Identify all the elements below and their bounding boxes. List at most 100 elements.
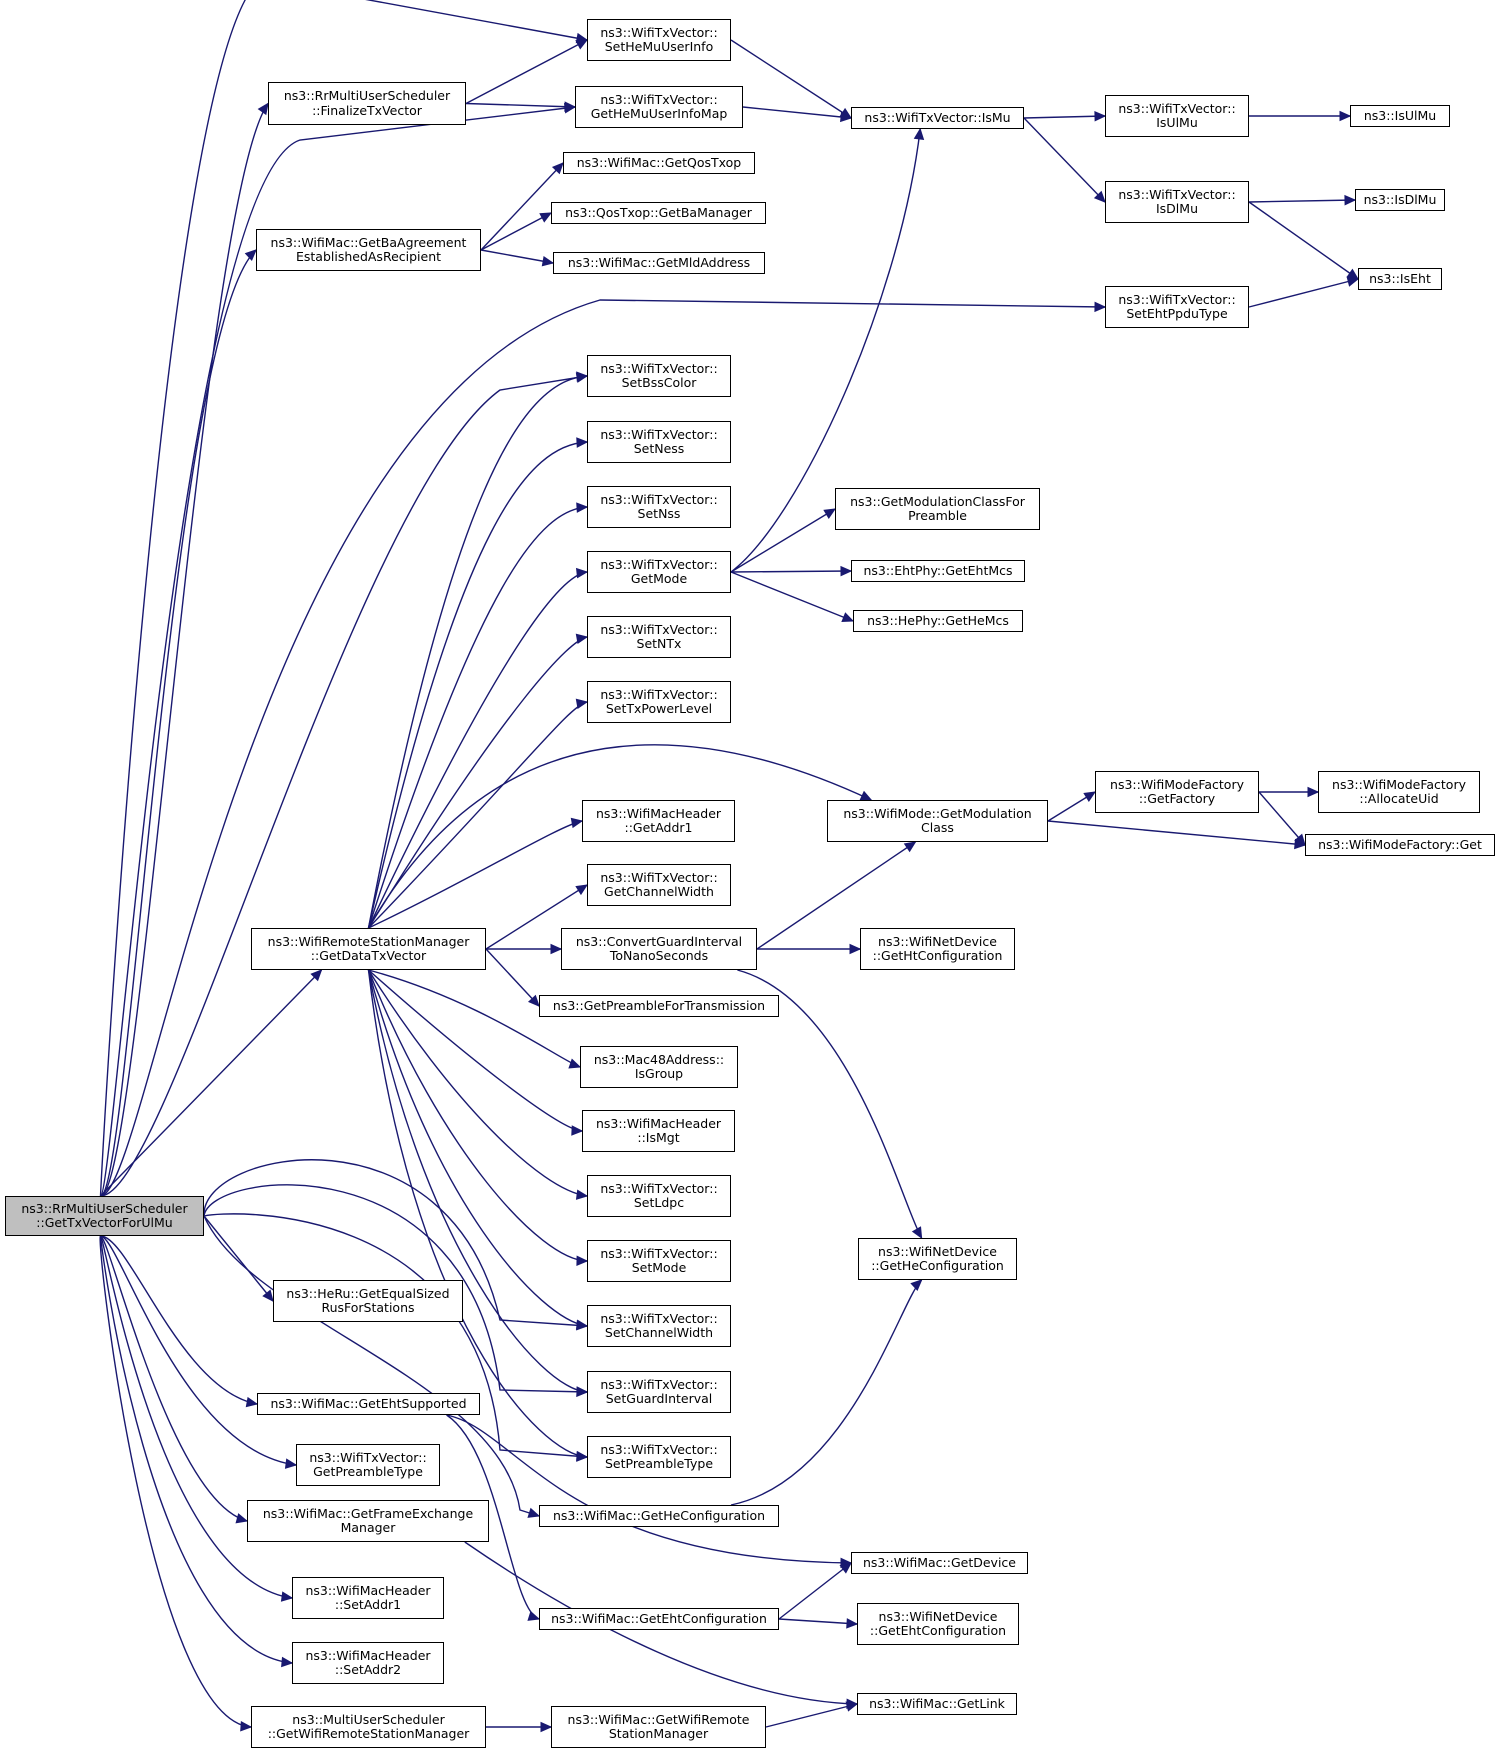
node-label-line: ns3::WifiModeFactory bbox=[1332, 776, 1466, 792]
edge-root-to-setgi bbox=[203, 1184, 588, 1393]
node-label-line: ns3::WifiTxVector:: bbox=[600, 1310, 718, 1326]
node-getwrsm[interactable]: ns3::MultiUserScheduler::GetWifiRemoteSt… bbox=[251, 1706, 486, 1748]
node-getehtconfdev[interactable]: ns3::WifiNetDevice::GetEhtConfiguration bbox=[857, 1603, 1019, 1645]
edge-root-to-getdatatx bbox=[100, 969, 323, 1197]
node-label-line: ns3::WifiTxVector:: bbox=[600, 556, 718, 572]
node-getlink[interactable]: ns3::WifiMac::GetLink bbox=[857, 1693, 1017, 1715]
edge-root-to-getpreamtype bbox=[100, 1235, 297, 1466]
edge-getdatatx-to-setchw bbox=[367, 969, 588, 1327]
node-getmode[interactable]: ns3::WifiTxVector::GetMode bbox=[587, 551, 731, 593]
node-getheconfdev[interactable]: ns3::WifiNetDevice::GetHeConfiguration bbox=[858, 1238, 1017, 1280]
node-root[interactable]: ns3::RrMultiUserScheduler::GetTxVectorFo… bbox=[5, 1196, 204, 1236]
node-isulmu_v[interactable]: ns3::WifiTxVector::IsUlMu bbox=[1105, 95, 1249, 137]
node-gethemcs[interactable]: ns3::HePhy::GetHeMcs bbox=[853, 610, 1023, 632]
node-allocuid[interactable]: ns3::WifiModeFactory::AllocateUid bbox=[1318, 771, 1480, 813]
node-setldpc[interactable]: ns3::WifiTxVector::SetLdpc bbox=[587, 1175, 731, 1217]
node-getpreamtx[interactable]: ns3::GetPreambleForTransmission bbox=[539, 995, 779, 1017]
arrowhead bbox=[840, 111, 853, 123]
node-label-line: ns3::WifiMac::GetDevice bbox=[862, 1554, 1016, 1570]
node-getdatatx[interactable]: ns3::WifiRemoteStationManager::GetDataTx… bbox=[251, 928, 486, 970]
node-getehtsup[interactable]: ns3::WifiMac::GetEhtSupported bbox=[257, 1393, 480, 1415]
node-getpreamtype[interactable]: ns3::WifiTxVector::GetPreambleType bbox=[296, 1444, 440, 1486]
node-label-line: IsDlMu bbox=[1155, 201, 1198, 216]
node-getdevice[interactable]: ns3::WifiMac::GetDevice bbox=[851, 1552, 1028, 1574]
node-label-line: ::GetAddr1 bbox=[624, 820, 693, 835]
node-isdlmu[interactable]: ns3::IsDlMu bbox=[1355, 189, 1445, 211]
node-ismgt[interactable]: ns3::WifiMacHeader::IsMgt bbox=[582, 1110, 735, 1152]
node-label-line: ns3::WifiTxVector:: bbox=[600, 1376, 718, 1392]
node-label-line: ns3::WifiMacHeader bbox=[595, 805, 722, 821]
node-label-line: ToNanoSeconds bbox=[609, 948, 709, 963]
edge-getfem-to-getlink bbox=[464, 1541, 858, 1705]
edge-getmode-to-getehtmcs bbox=[730, 570, 852, 573]
node-setchw[interactable]: ns3::WifiTxVector::SetChannelWidth bbox=[587, 1305, 731, 1347]
node-gethtconf[interactable]: ns3::WifiNetDevice::GetHtConfiguration bbox=[860, 928, 1015, 970]
arrowhead bbox=[281, 1656, 294, 1668]
edge-getdatatx-to-setnss bbox=[367, 506, 588, 929]
node-settxpower[interactable]: ns3::WifiTxVector::SetTxPowerLevel bbox=[587, 681, 731, 723]
node-getaddr1[interactable]: ns3::WifiMacHeader::GetAddr1 bbox=[582, 800, 735, 842]
node-setehtppdu[interactable]: ns3::WifiTxVector::SetEhtPpduType bbox=[1105, 286, 1249, 328]
node-label-line: ns3::GetPreambleForTransmission bbox=[552, 997, 766, 1013]
node-sethemu[interactable]: ns3::WifiTxVector::SetHeMuUserInfo bbox=[587, 19, 731, 61]
arrowhead bbox=[576, 1386, 589, 1397]
node-isgroup[interactable]: ns3::Mac48Address::IsGroup bbox=[580, 1046, 738, 1088]
node-setaddr1[interactable]: ns3::WifiMacHeader::SetAddr1 bbox=[292, 1577, 444, 1619]
node-setnss[interactable]: ns3::WifiTxVector::SetNss bbox=[587, 486, 731, 528]
edge-getehtconfmac-to-getdevice bbox=[778, 1562, 852, 1620]
arrowhead bbox=[575, 1319, 589, 1330]
arrowhead bbox=[849, 943, 862, 955]
edge-root-to-gethemumap bbox=[99, 106, 576, 1197]
edge-root-to-getfem bbox=[99, 1235, 248, 1522]
node-mfget[interactable]: ns3::WifiModeFactory::Get bbox=[1305, 834, 1495, 856]
node-getehtmcs[interactable]: ns3::EhtPhy::GetEhtMcs bbox=[851, 560, 1025, 582]
node-isdlmu_v[interactable]: ns3::WifiTxVector::IsDlMu bbox=[1105, 181, 1249, 223]
node-label-line: ns3::WifiTxVector:: bbox=[600, 91, 718, 107]
node-getmld[interactable]: ns3::WifiMac::GetMldAddress bbox=[553, 252, 765, 274]
edge-convgi-to-modegetmodclass bbox=[756, 841, 916, 950]
node-label-line: ::GetEhtConfiguration bbox=[869, 1623, 1007, 1638]
edge-getba-to-getbamgr bbox=[480, 212, 552, 251]
node-iseht[interactable]: ns3::IsEht bbox=[1358, 268, 1442, 290]
node-ismu[interactable]: ns3::WifiTxVector::IsMu bbox=[851, 107, 1024, 129]
node-getchw[interactable]: ns3::WifiTxVector::GetChannelWidth bbox=[587, 864, 731, 906]
node-setgi[interactable]: ns3::WifiTxVector::SetGuardInterval bbox=[587, 1371, 731, 1413]
edge-getmode-to-gethemcs bbox=[730, 571, 854, 622]
arrowhead bbox=[540, 1721, 553, 1733]
node-label-line: ns3::WifiRemoteStationManager bbox=[267, 933, 470, 949]
node-getqostxop[interactable]: ns3::WifiMac::GetQosTxop bbox=[563, 152, 755, 174]
arrowhead bbox=[568, 1058, 582, 1069]
node-setntx[interactable]: ns3::WifiTxVector::SetNTx bbox=[587, 616, 731, 658]
edge-convgi-to-getheconfdev bbox=[737, 969, 923, 1239]
node-getehtconfmac[interactable]: ns3::WifiMac::GetEhtConfiguration bbox=[539, 1608, 779, 1630]
node-setbss[interactable]: ns3::WifiTxVector::SetBssColor bbox=[587, 355, 731, 397]
node-gethemumap[interactable]: ns3::WifiTxVector::GetHeMuUserInfoMap bbox=[575, 86, 743, 128]
node-setness[interactable]: ns3::WifiTxVector::SetNess bbox=[587, 421, 731, 463]
arrowhead bbox=[571, 1125, 584, 1136]
edge-sethemu-to-ismu bbox=[730, 39, 852, 119]
node-label-line: SetNss bbox=[637, 506, 681, 521]
node-getheconfmac[interactable]: ns3::WifiMac::GetHeConfiguration bbox=[539, 1505, 779, 1527]
node-finalize[interactable]: ns3::RrMultiUserScheduler::FinalizeTxVec… bbox=[268, 82, 466, 125]
node-label-line: ::FinalizeTxVector bbox=[312, 102, 422, 118]
node-setaddr2[interactable]: ns3::WifiMacHeader::SetAddr2 bbox=[292, 1642, 444, 1684]
node-label-line: ns3::WifiTxVector:: bbox=[309, 1449, 427, 1465]
node-isulmu[interactable]: ns3::IsUlMu bbox=[1350, 105, 1450, 127]
node-setpreamtype[interactable]: ns3::WifiTxVector::SetPreambleType bbox=[587, 1436, 731, 1478]
node-setmode[interactable]: ns3::WifiTxVector::SetMode bbox=[587, 1240, 731, 1282]
edge-root-to-setbss bbox=[100, 375, 588, 1197]
edge-getdatatx-to-setldpc bbox=[367, 969, 588, 1197]
node-getfactory[interactable]: ns3::WifiModeFactory::GetFactory bbox=[1095, 771, 1259, 813]
edge-getwrsmmac-to-getlink bbox=[765, 1703, 858, 1728]
node-label-line: GetPreambleType bbox=[313, 1464, 423, 1479]
arrowhead bbox=[262, 1289, 274, 1302]
node-getbamgr[interactable]: ns3::QosTxop::GetBaManager bbox=[551, 202, 766, 224]
edge-getfactory-to-mfget bbox=[1258, 791, 1306, 846]
